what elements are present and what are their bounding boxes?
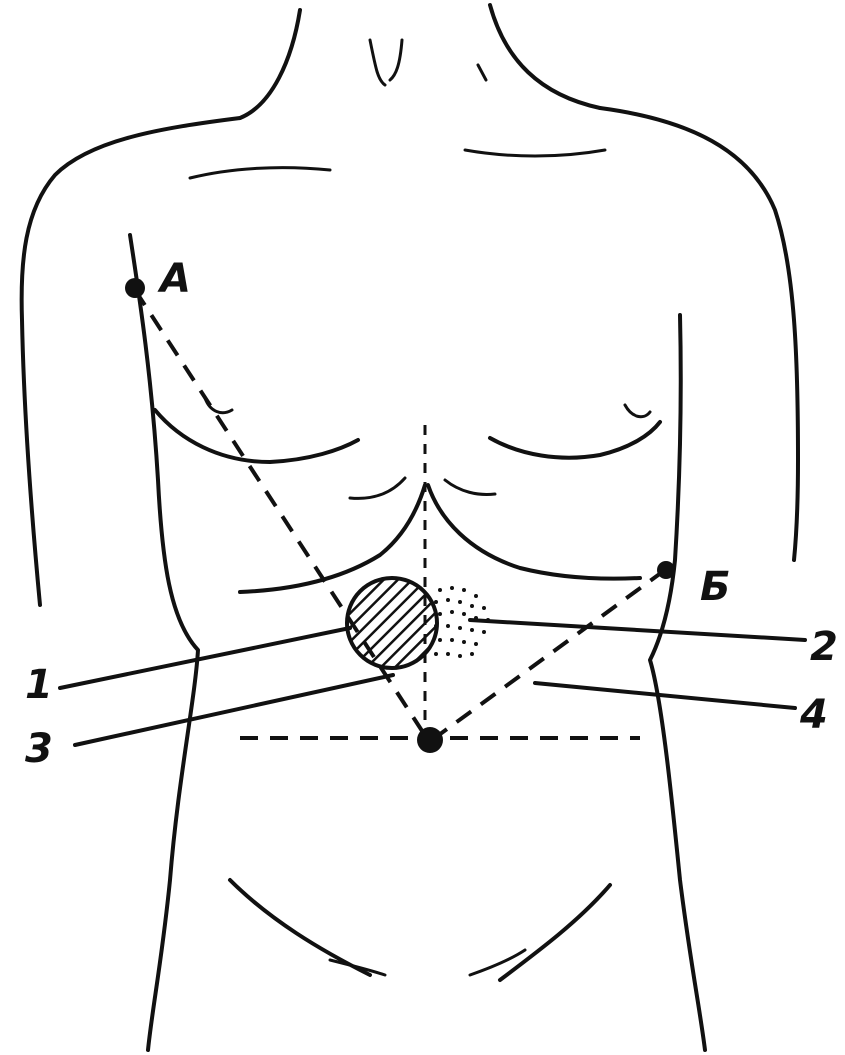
upper-rib-left xyxy=(350,478,405,498)
construction-lines xyxy=(135,290,665,740)
left-costal-arch xyxy=(240,485,425,592)
left-flank xyxy=(130,235,198,1050)
zones xyxy=(347,578,490,668)
right-chest-fold xyxy=(490,422,660,458)
callout-label-2: 2 xyxy=(810,624,838,670)
left-chest-fold xyxy=(155,410,358,462)
leader-1 xyxy=(60,628,350,688)
label-point-a: А xyxy=(157,256,191,302)
left-groin-line xyxy=(230,880,370,975)
leader-2 xyxy=(470,620,805,640)
neck-crease-left xyxy=(370,40,385,85)
navel-point-marker xyxy=(417,727,443,753)
point-a-marker xyxy=(125,278,145,298)
right-groin-inner xyxy=(470,950,525,975)
right-shoulder-line xyxy=(600,108,798,560)
line-a-to-navel xyxy=(135,290,428,740)
points xyxy=(125,278,675,753)
callout-label-1: 1 xyxy=(25,662,53,708)
labels: А Б 1 2 3 4 xyxy=(25,256,838,772)
callout-label-3: 3 xyxy=(25,726,53,772)
point-b-marker xyxy=(657,561,675,579)
body-outline xyxy=(22,5,798,1050)
leader-4 xyxy=(535,683,795,708)
left-shoulder-line xyxy=(22,118,240,605)
right-nipple xyxy=(625,405,650,417)
label-point-b: Б xyxy=(700,564,731,610)
callout-label-4: 4 xyxy=(799,692,828,738)
right-clavicle xyxy=(465,150,605,156)
neck-crease-mid xyxy=(390,40,402,80)
neck-left-line xyxy=(240,10,300,118)
right-costal-arch xyxy=(428,485,640,579)
line-b-to-navel xyxy=(432,570,665,740)
left-clavicle xyxy=(190,168,330,178)
neck-crease-right xyxy=(478,65,486,80)
right-groin-line xyxy=(500,885,610,980)
leader-3 xyxy=(75,675,393,745)
neck-right-line xyxy=(490,5,600,108)
zone-1-hatched xyxy=(347,578,437,668)
upper-rib-right xyxy=(445,480,495,494)
left-groin-inner xyxy=(330,960,385,975)
